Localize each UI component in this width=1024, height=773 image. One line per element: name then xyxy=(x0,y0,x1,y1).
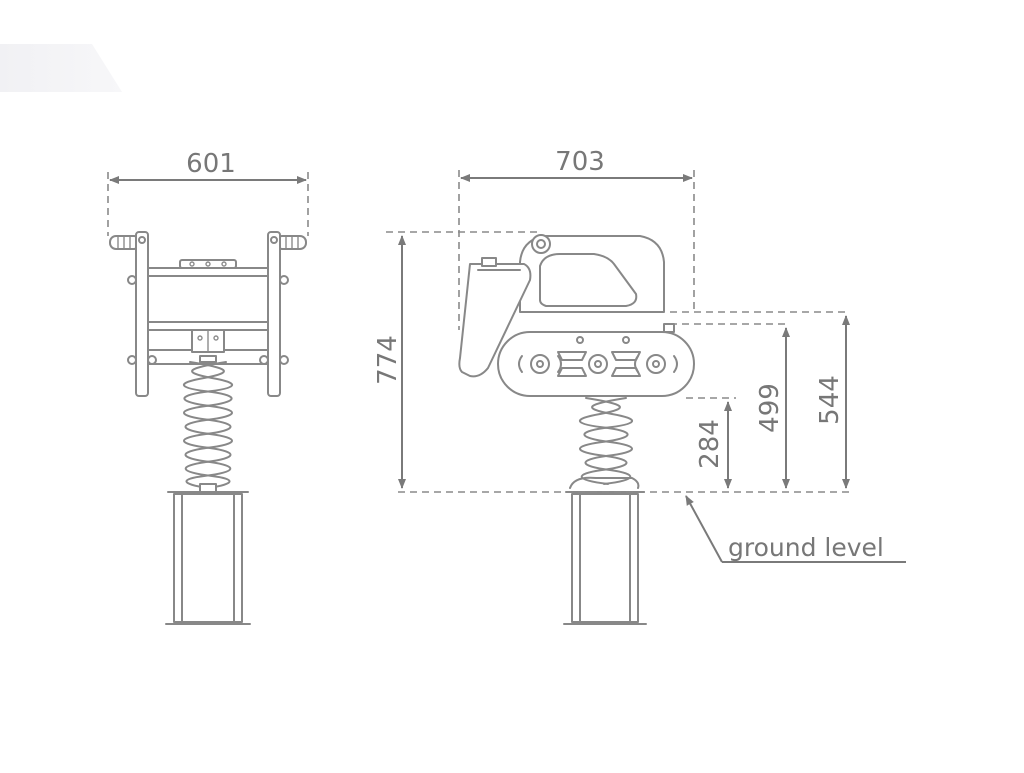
left-side-plate xyxy=(135,231,149,397)
ground-level-label: ground level xyxy=(728,533,884,562)
cab-window xyxy=(539,253,638,307)
ground-level-leader xyxy=(685,495,723,563)
side-view: 703 xyxy=(458,147,695,625)
front-view: 601 xyxy=(107,149,309,625)
front-seat-body xyxy=(147,267,269,331)
right-side-plate xyxy=(267,231,281,397)
height-544-label: 544 xyxy=(815,375,845,425)
front-spring xyxy=(182,361,233,489)
height-499-label: 499 xyxy=(755,383,785,433)
side-base-post xyxy=(571,493,639,623)
background-tab-shape xyxy=(0,44,122,92)
side-spring xyxy=(578,397,629,485)
front-base-post xyxy=(173,493,243,623)
seat-top-detail xyxy=(179,259,237,269)
overall-height-label: 774 xyxy=(373,335,403,385)
excavator-bucket xyxy=(458,263,532,378)
height-284-label: 284 xyxy=(695,419,725,469)
side-width-label: 703 xyxy=(555,147,605,177)
front-width-label: 601 xyxy=(186,149,236,179)
height-dimensions: 774 284 499 544 ground level xyxy=(373,231,906,563)
